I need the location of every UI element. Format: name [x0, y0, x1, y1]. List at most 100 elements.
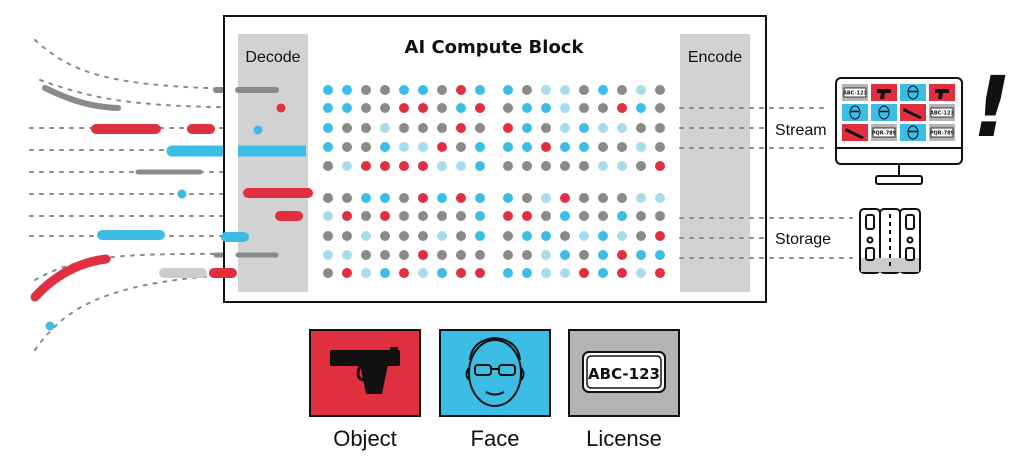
compute-dot: [361, 85, 371, 95]
compute-dot: [560, 142, 570, 152]
compute-dot: [361, 103, 371, 113]
compute-dot: [503, 123, 513, 133]
compute-dot: [437, 161, 447, 171]
compute-dot: [579, 211, 589, 221]
compute-dot: [399, 161, 409, 171]
license-plate-icon: PQR-789: [930, 127, 955, 138]
face-icon: [907, 125, 919, 140]
compute-dot: [418, 103, 428, 113]
compute-dot: [437, 250, 447, 260]
compute-dot: [475, 85, 485, 95]
tile-plate: [930, 127, 954, 138]
compute-dot: [503, 231, 513, 241]
face-icon: [465, 336, 525, 407]
monitor-tile: [900, 124, 926, 141]
compute-dot: [503, 268, 513, 278]
alert-icon: !: [973, 58, 1011, 156]
compute-dot: [579, 268, 589, 278]
compute-dot: [541, 161, 551, 171]
compute-dot: [655, 142, 665, 152]
compute-dot: [655, 231, 665, 241]
compute-dot: [522, 268, 532, 278]
compute-dot: [361, 123, 371, 133]
compute-dot: [418, 211, 428, 221]
stream-label: Stream: [775, 122, 827, 139]
rifle-icon: [845, 128, 864, 139]
compute-dot: [323, 211, 333, 221]
compute-dot: [579, 161, 589, 171]
compute-dot: [560, 211, 570, 221]
legend-object-label: Object: [333, 426, 397, 451]
gun-trigger: [356, 365, 367, 382]
compute-dot: [598, 193, 608, 203]
compute-dot: [342, 211, 352, 221]
face-icon: [878, 105, 890, 120]
compute-dot: [380, 268, 390, 278]
compute-dot: [598, 268, 608, 278]
compute-dot: [598, 161, 608, 171]
compute-dot: [475, 103, 485, 113]
legend-license-label: License: [586, 426, 662, 451]
compute-block-frame: [223, 15, 767, 303]
compute-dot: [503, 103, 513, 113]
compute-dot: [380, 231, 390, 241]
monitor-tile: [842, 104, 868, 121]
face-ear-right: [520, 367, 525, 381]
face-icon: [849, 105, 861, 120]
compute-dot: [399, 268, 409, 278]
tile-face-head: [878, 105, 890, 120]
compute-dot: [503, 161, 513, 171]
license-plate-icon: ABC-123: [930, 107, 955, 118]
compute-dot: [323, 161, 333, 171]
encode-panel: [680, 34, 750, 292]
tile-face-head: [907, 85, 919, 100]
compute-dot: [399, 193, 409, 203]
compute-dot: [617, 211, 627, 221]
legend-object: Object: [309, 329, 421, 451]
overlay-blue-dot: [253, 125, 263, 135]
compute-dot: [323, 250, 333, 260]
compute-dot: [655, 193, 665, 203]
compute-dot: [418, 85, 428, 95]
compute-dot: [522, 211, 532, 221]
compute-dot: [636, 231, 646, 241]
compute-dot: [617, 193, 627, 203]
compute-dot: [361, 193, 371, 203]
compute-dot: [456, 103, 466, 113]
compute-dot: [522, 85, 532, 95]
compute-dot: [361, 211, 371, 221]
compute-dot: [579, 123, 589, 133]
compute-dot: [399, 85, 409, 95]
gun-icon: [877, 89, 891, 99]
compute-dot: [399, 211, 409, 221]
license-plate-icon: ABC-123: [843, 87, 868, 98]
tile-plate: [872, 127, 896, 138]
compute-dot: [598, 142, 608, 152]
compute-dot: [380, 250, 390, 260]
face-mouth: [485, 391, 505, 396]
compute-dot: [399, 250, 409, 260]
compute-dot: [418, 268, 428, 278]
license-plate-text: ABC-123: [588, 365, 660, 383]
compute-dot: [579, 231, 589, 241]
compute-dot: [617, 268, 627, 278]
compute-dot: [380, 142, 390, 152]
compute-dot: [522, 103, 532, 113]
encode-label: Encode: [688, 49, 742, 66]
compute-dot: [437, 85, 447, 95]
compute-dot: [541, 103, 551, 113]
gun-slide: [330, 350, 400, 366]
compute-dot: [399, 142, 409, 152]
outgoing-streams: [679, 107, 853, 259]
storage-server-icon: [859, 208, 921, 274]
compute-dot: [541, 85, 551, 95]
compute-dot: [579, 85, 589, 95]
compute-dot: [342, 268, 352, 278]
compute-dot: [399, 231, 409, 241]
decode-panel: [238, 34, 308, 292]
compute-dot: [636, 268, 646, 278]
compute-dot: [361, 231, 371, 241]
compute-dot: [636, 142, 646, 152]
decode-label: Decode: [245, 49, 300, 66]
